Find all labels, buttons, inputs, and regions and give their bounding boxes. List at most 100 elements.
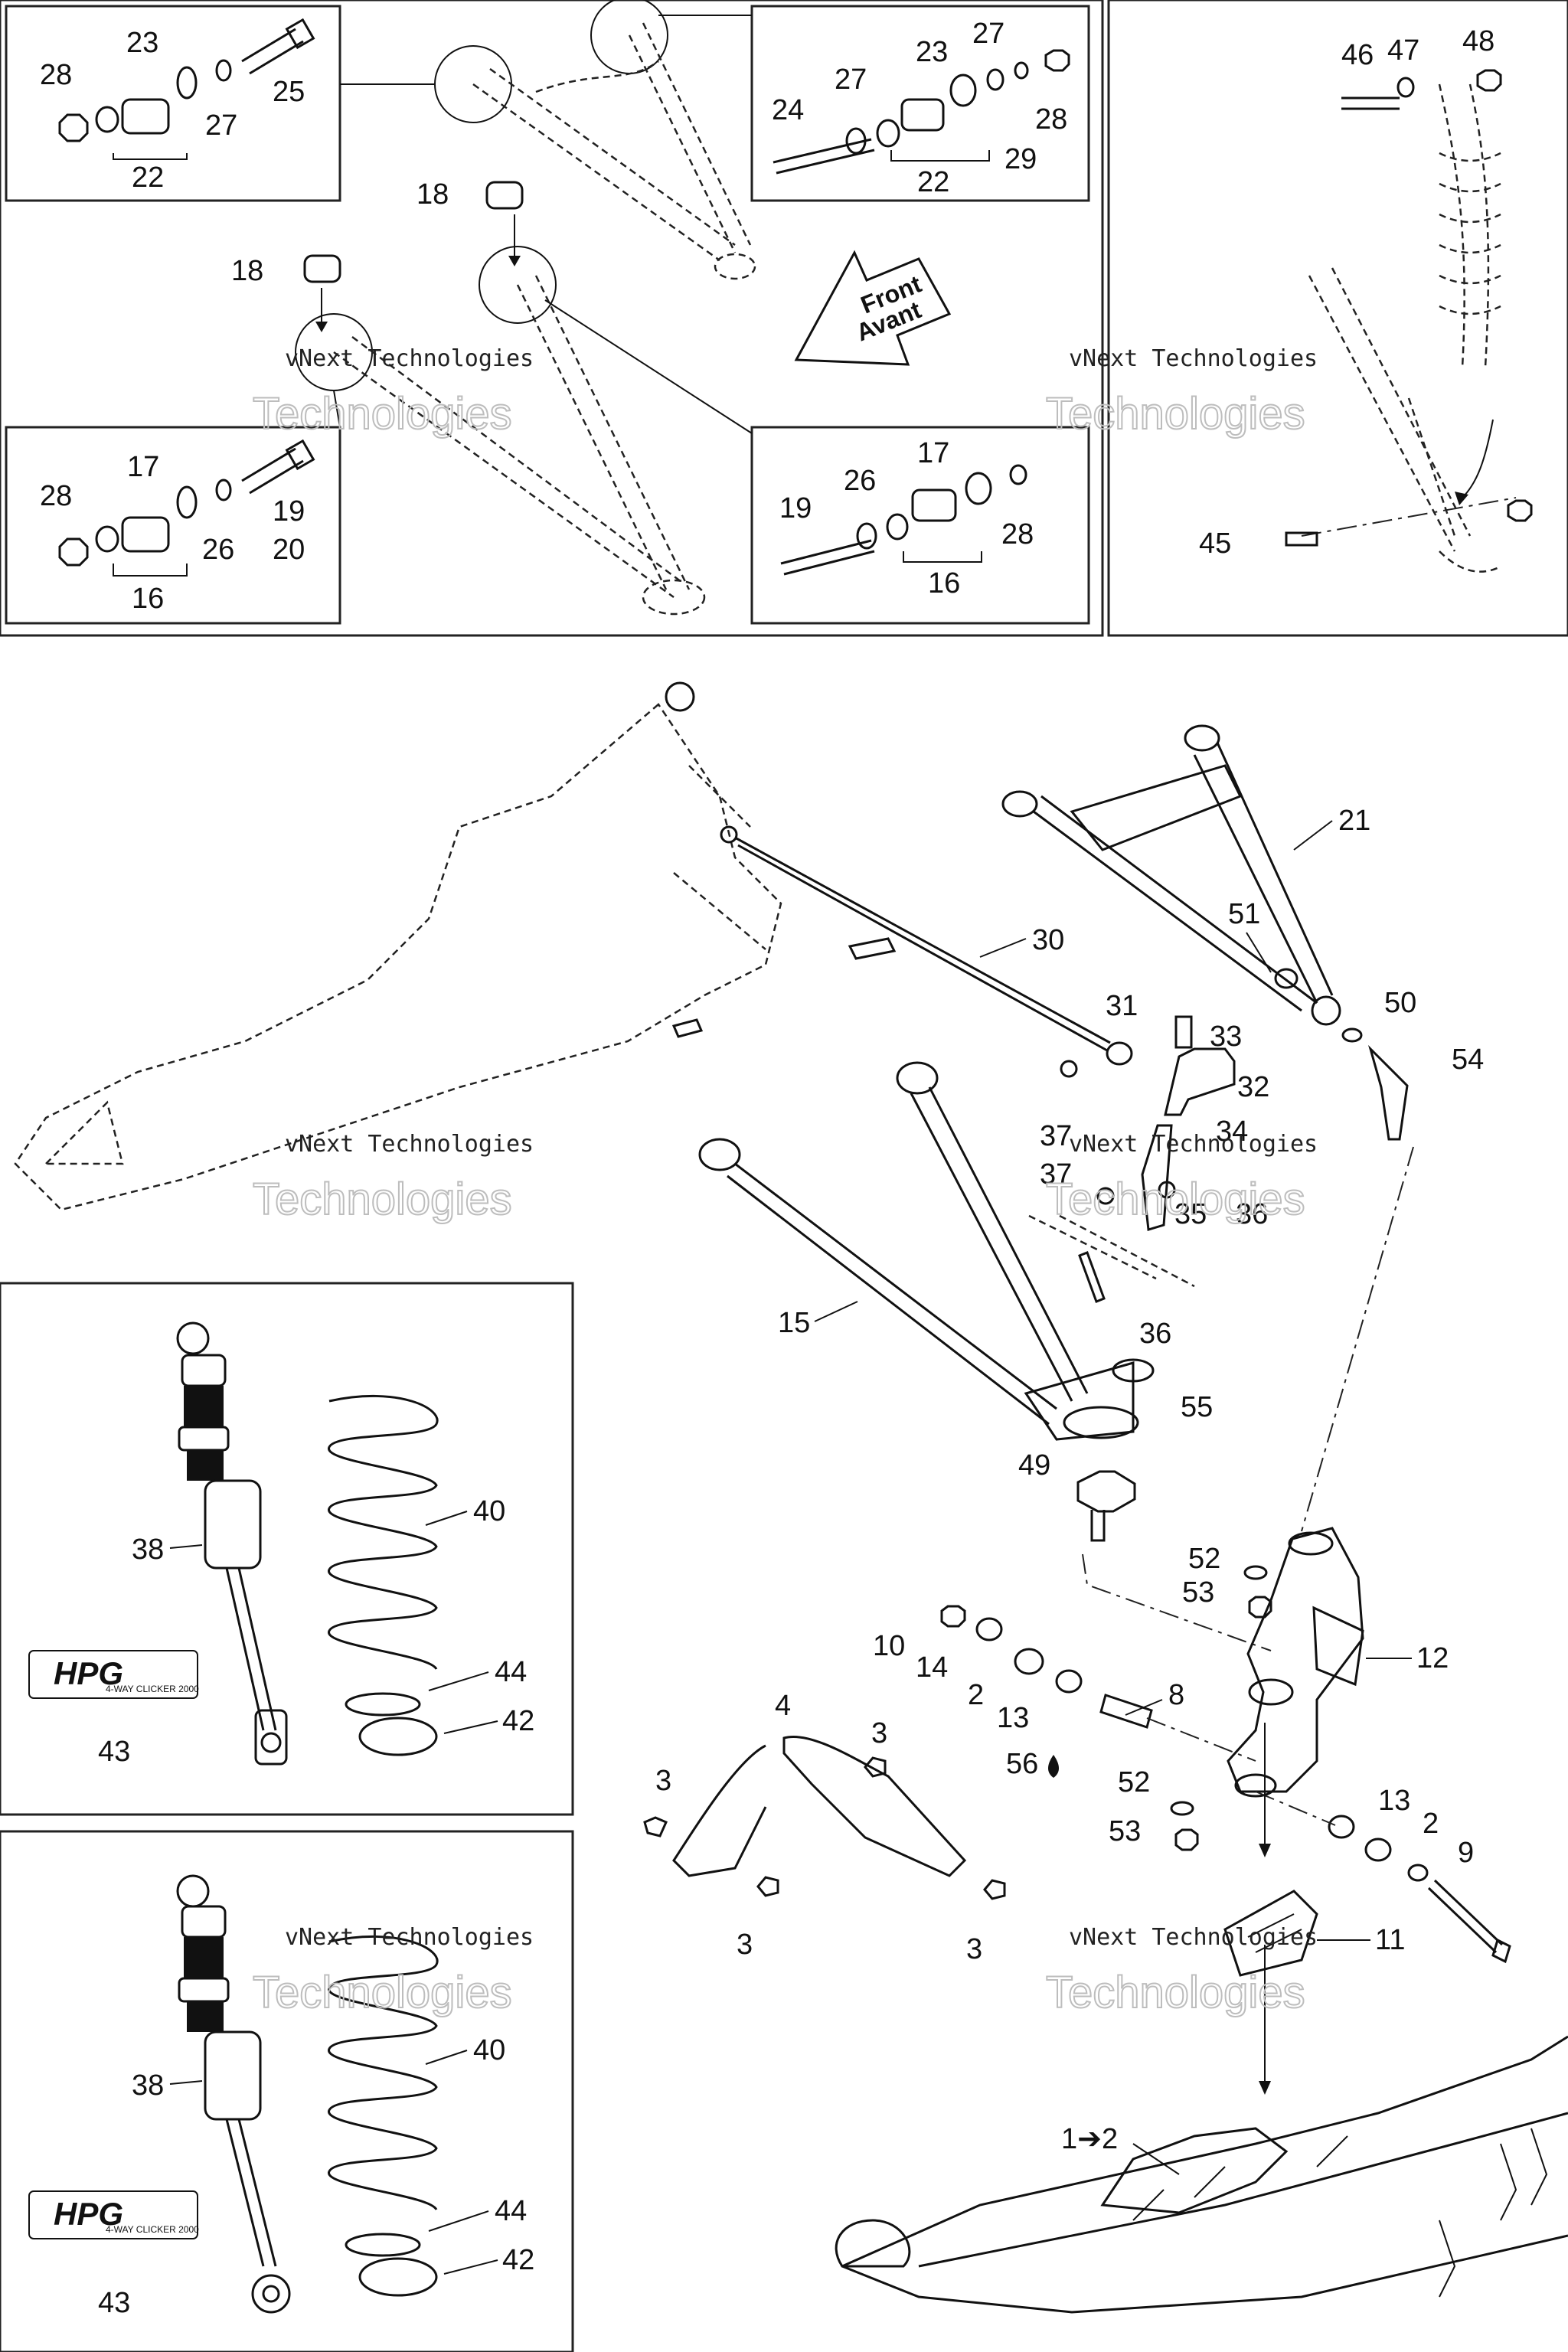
callout-34: 34 [1216,1116,1248,1148]
callout-43: 43 [98,1736,130,1768]
logo-subtext: 4-WAY CLICKER 2000 [106,1684,199,1694]
hpg-clicker-logo [28,2190,198,2239]
steering-arm-32 [1028,1015,1236,1303]
hpg-clicker-logo [28,1650,198,1699]
callout-44: 44 [495,2195,527,2227]
callout-44: 44 [495,1656,527,1688]
callout-53: 53 [1109,1815,1141,1847]
callout-18: 18 [231,255,263,287]
retaining-ring-55 [1112,1358,1155,1383]
callout-52: 52 [1188,1543,1220,1575]
callout-36: 36 [1236,1198,1268,1230]
shock-mount-frame [1107,0,1568,637]
front-direction-arrow [794,250,952,366]
callout-37: 37 [1040,1120,1072,1152]
callout-48: 48 [1462,25,1494,57]
spindle-hardware-left [940,1565,1272,1778]
callout-56: 56 [1006,1748,1038,1780]
callout-12: 12 [1416,1642,1449,1674]
callout-25: 25 [273,76,305,108]
callout-1-2: 1➔2 [1061,2123,1118,2155]
callout-46: 46 [1341,39,1374,71]
logo-text: HPG [54,1655,123,1691]
leader-line [333,390,341,428]
callout-4: 4 [775,1690,791,1722]
detail-box-top-right [750,5,1090,202]
callout-22: 22 [917,166,949,198]
callout-11: 11 [1375,1924,1405,1956]
svg-text:vNext Technologies: vNext Technologies [285,1924,534,1951]
svg-text:vNext Technologies: vNext Technologies [1069,345,1318,372]
callout-27: 27 [972,18,1004,50]
logo-subtext: 4-WAY CLICKER 2000 [106,2224,199,2235]
callout-16: 16 [928,567,960,599]
callout-37: 37 [1040,1158,1072,1191]
leader-line [443,1720,498,1734]
svg-text:Technologies: Technologies [1046,1968,1305,2017]
svg-text:Technologies: Technologies [253,389,512,439]
callout-51: 51 [1228,898,1260,930]
callout-19: 19 [273,495,305,528]
callout-3: 3 [737,1929,753,1961]
leader-line [1293,820,1333,851]
svg-text:vNext Technologies: vNext Technologies [285,1131,534,1158]
svg-text:vNext Technologies: vNext Technologies [1069,1924,1318,1951]
callout-17: 17 [917,437,949,469]
callout-40: 40 [473,1495,505,1527]
leader-line [544,299,753,434]
ski-assembly [835,2035,1568,2314]
shock-spring-40 [328,1394,439,1756]
callout-18: 18 [416,178,449,211]
shock-absorber-38 [176,1321,288,1766]
detail-box-bottom-left [5,426,341,625]
callout-42: 42 [502,1705,534,1737]
callout-2: 2 [968,1679,984,1711]
callout-19: 19 [779,492,812,524]
callout-28: 28 [1035,103,1067,136]
callout-52: 52 [1118,1766,1150,1798]
callout-28: 28 [40,480,72,512]
callout-31: 31 [1106,990,1138,1022]
svg-text:vNext Technologies: vNext Technologies [1069,1131,1318,1158]
shock-spring-40 [328,1935,439,2297]
callout-43: 43 [98,2287,130,2319]
callout-15: 15 [778,1307,810,1339]
callout-54: 54 [1452,1044,1484,1076]
assembly-line [1301,1146,1414,1532]
callout-55: 55 [1181,1391,1213,1423]
callout-8: 8 [1168,1679,1184,1711]
svg-text:Technologies: Technologies [253,1174,512,1224]
callout-40: 40 [473,2034,505,2066]
shock-absorber-38 [176,1874,291,2314]
lower-a-arm-15 [698,1061,1139,1441]
lower-ball-joint-49 [1076,1470,1136,1542]
svg-text:Technologies: Technologies [1046,389,1305,439]
leader-line [443,2259,498,2275]
chassis-frame-outline [14,681,897,1211]
leader-line [979,938,1027,958]
callout-20: 20 [273,534,305,566]
assembly-line [1082,1553,1272,1651]
watermark: vNext Technologies Technologies vNext Te… [252,345,1318,2018]
callout-16: 16 [132,583,164,615]
callout-3: 3 [966,1933,982,1965]
svg-text:vNext Technologies: vNext Technologies [285,345,534,372]
leader-line [428,2210,489,2232]
leader-line [1125,1699,1163,1716]
upper-ball-joint-54 [1341,1027,1409,1141]
hardware-stack-bottom-right [780,464,1027,576]
callout-38: 38 [132,2069,164,2102]
leader-line [425,1511,468,1526]
callout-36: 36 [1139,1318,1171,1350]
callout-50: 50 [1384,987,1416,1019]
callout-26: 26 [844,465,876,497]
callout-13: 13 [997,1702,1029,1734]
callout-42: 42 [502,2244,534,2276]
callout-45: 45 [1199,528,1231,560]
top-assembly-frame [0,0,1104,637]
callout-28: 28 [1001,518,1034,550]
tie-rod-30 [720,825,1133,1066]
hardware-stack-bottom-left [58,439,315,577]
callout-53: 53 [1182,1576,1214,1609]
